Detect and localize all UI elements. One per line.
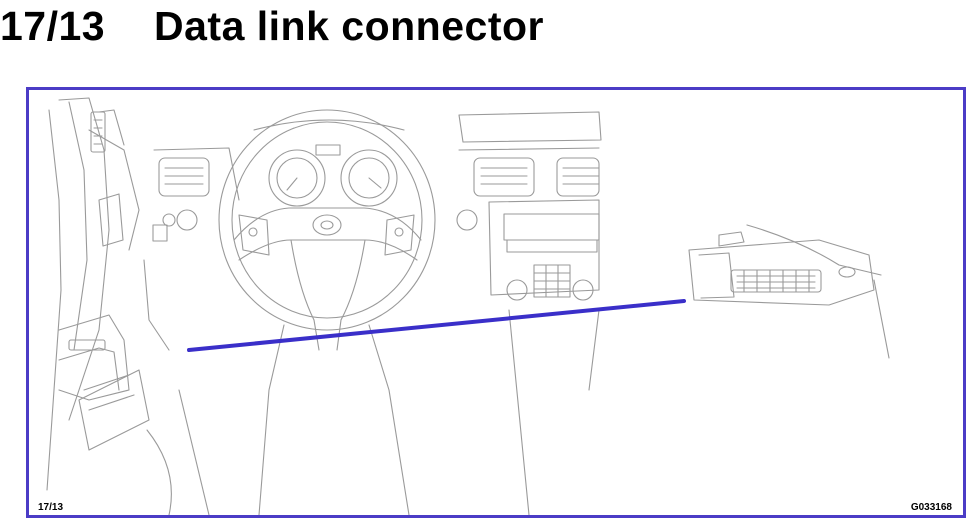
section-title: Data link connector bbox=[154, 2, 544, 49]
steering-wheel bbox=[218, 109, 436, 331]
illustration-frame bbox=[26, 87, 966, 518]
pointer-line bbox=[187, 299, 686, 352]
figure-ref-left: 17/13 bbox=[38, 502, 64, 513]
instrument-cluster bbox=[253, 119, 405, 207]
door-panel bbox=[46, 97, 150, 491]
section-number: 17/13 bbox=[0, 2, 106, 49]
dashboard-illustration bbox=[46, 97, 890, 515]
figure-id: G033168 bbox=[910, 502, 952, 513]
center-console bbox=[456, 111, 602, 515]
page-title: 17/13 Data link connector bbox=[0, 0, 544, 52]
left-vents bbox=[143, 147, 240, 351]
obd-connector bbox=[688, 224, 890, 359]
steering-column bbox=[146, 319, 410, 515]
